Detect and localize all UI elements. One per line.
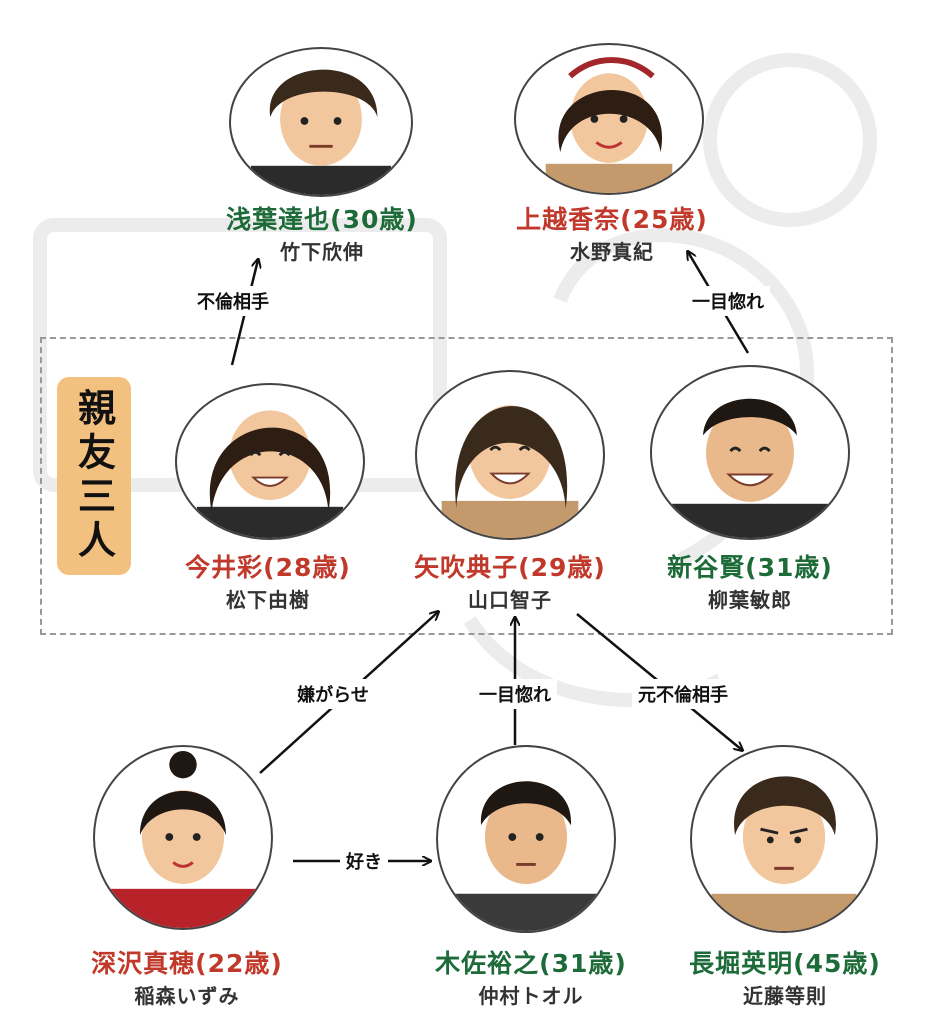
friends-group-box <box>40 337 893 635</box>
portrait-kisa <box>436 745 616 933</box>
actor-asaba: 竹下欣伸 <box>280 240 364 264</box>
relation-label-imai-asaba: 不倫相手 <box>191 286 275 316</box>
portrait-shintani <box>650 365 850 540</box>
relation-label-fukasawa-yabuki: 嫌がらせ <box>291 679 375 709</box>
friends-group-label-text: 親友三人 <box>71 388 116 564</box>
actor-shintani: 柳葉敏郎 <box>708 588 792 612</box>
portrait-kamikoshi <box>514 43 704 195</box>
actor-kamikoshi: 水野真紀 <box>570 240 654 264</box>
actor-yabuki: 山口智子 <box>468 588 552 612</box>
relation-label-fukasawa-kisa: 好き <box>340 846 388 876</box>
name-shintani: 新谷賢(31歳) <box>667 553 833 582</box>
name-imai: 今井彩(28歳) <box>185 553 351 582</box>
portrait-asaba <box>229 47 413 197</box>
actor-fukasawa: 稲森いずみ <box>134 984 240 1008</box>
name-kamikoshi: 上越香奈(25歳) <box>516 205 708 234</box>
relation-label-kisa-yabuki: 一目惚れ <box>473 679 557 709</box>
name-asaba: 浅葉達也(30歳) <box>226 205 418 234</box>
portrait-fukasawa <box>93 745 273 930</box>
portrait-nagahori <box>690 745 878 933</box>
actor-kisa: 仲村トオル <box>478 984 584 1008</box>
name-nagahori: 長堀英明(45歳) <box>689 949 881 978</box>
portrait-imai <box>175 383 365 540</box>
friends-group-label: 親友三人 <box>57 377 131 575</box>
actor-nagahori: 近藤等則 <box>743 984 827 1008</box>
name-yabuki: 矢吹典子(29歳) <box>414 553 606 582</box>
name-fukasawa: 深沢真穂(22歳) <box>91 949 283 978</box>
name-kisa: 木佐裕之(31歳) <box>435 949 627 978</box>
portrait-yabuki <box>415 370 605 540</box>
relation-label-yabuki-nagahori: 元不倫相手 <box>632 679 734 709</box>
relation-label-shintani-kamikoshi: 一目惚れ <box>686 286 770 316</box>
actor-imai: 松下由樹 <box>226 588 310 612</box>
